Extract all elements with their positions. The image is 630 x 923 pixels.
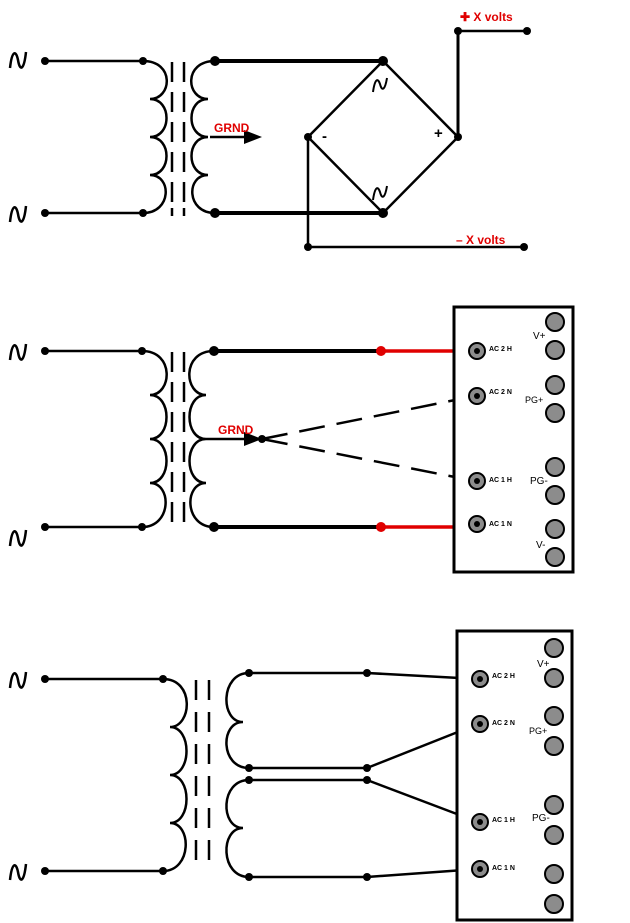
d2-label-vplus: V+: [533, 331, 546, 342]
d2-label-pgplus: PG+: [525, 395, 543, 405]
d2-term-ac1n: AC 1 N: [489, 521, 512, 528]
red-junction: [376, 522, 386, 532]
d2-label-vminus: V-: [536, 540, 545, 551]
d3-term-ac1h: AC 1 H: [492, 817, 515, 824]
ground-arrow-icon: [244, 130, 262, 144]
diagram2-nodes: [41, 346, 266, 532]
d3-term-ac1n: AC 1 N: [492, 865, 515, 872]
red-junction: [376, 346, 386, 356]
connector-block-3: [455, 629, 574, 922]
d2-label-pgminus: PG-: [530, 476, 548, 487]
ac-source-icon: [8, 671, 28, 689]
diagram-connector-dashed: [8, 343, 476, 547]
ac-source-icon: [8, 863, 28, 881]
ac-source-icon: [8, 343, 28, 361]
d2-term-ac2h: AC 2 H: [489, 346, 512, 353]
connector-block-2: [452, 305, 575, 574]
transformer-coil-icon: [141, 349, 168, 529]
d1-plus-x-volts: ✚ X volts: [460, 10, 513, 24]
d3-label-pgminus: PG-: [532, 813, 550, 824]
transformer-coil-icon: [190, 59, 216, 215]
d3-term-ac2n: AC 2 N: [492, 720, 515, 727]
d2-grnd-label: GRND: [218, 423, 254, 437]
transformer-coil-icon: [142, 59, 168, 215]
diagram1-nodes: [41, 27, 531, 251]
ac-source-icon: [8, 529, 28, 547]
d1-minus-x-volts: – X volts: [456, 233, 506, 247]
d3-label-pgplus: PG+: [529, 726, 547, 736]
d3-label-vplus: V+: [537, 659, 550, 670]
ac-source-icon: [8, 205, 28, 223]
d1-grnd-label: GRND: [214, 121, 250, 135]
diagram-connector-dual: [8, 671, 479, 881]
ac-source-icon: [8, 51, 28, 69]
ground-arrow-icon: [244, 432, 262, 446]
diagram-rectifier: [8, 29, 527, 249]
screw-terminal-icon: [471, 638, 564, 914]
d2-term-ac2n: AC 2 N: [489, 389, 512, 396]
transformer-coil-icon: [162, 677, 188, 873]
transformer-coil-icon: [225, 778, 250, 879]
diagram3-nodes: [41, 669, 371, 881]
d3-term-ac2h: AC 2 H: [492, 673, 515, 680]
transformer-coil-icon: [225, 671, 250, 770]
d1-bridge-minus: -: [322, 128, 327, 145]
d1-bridge-plus: +: [434, 125, 443, 142]
d2-term-ac1h: AC 1 H: [489, 477, 512, 484]
